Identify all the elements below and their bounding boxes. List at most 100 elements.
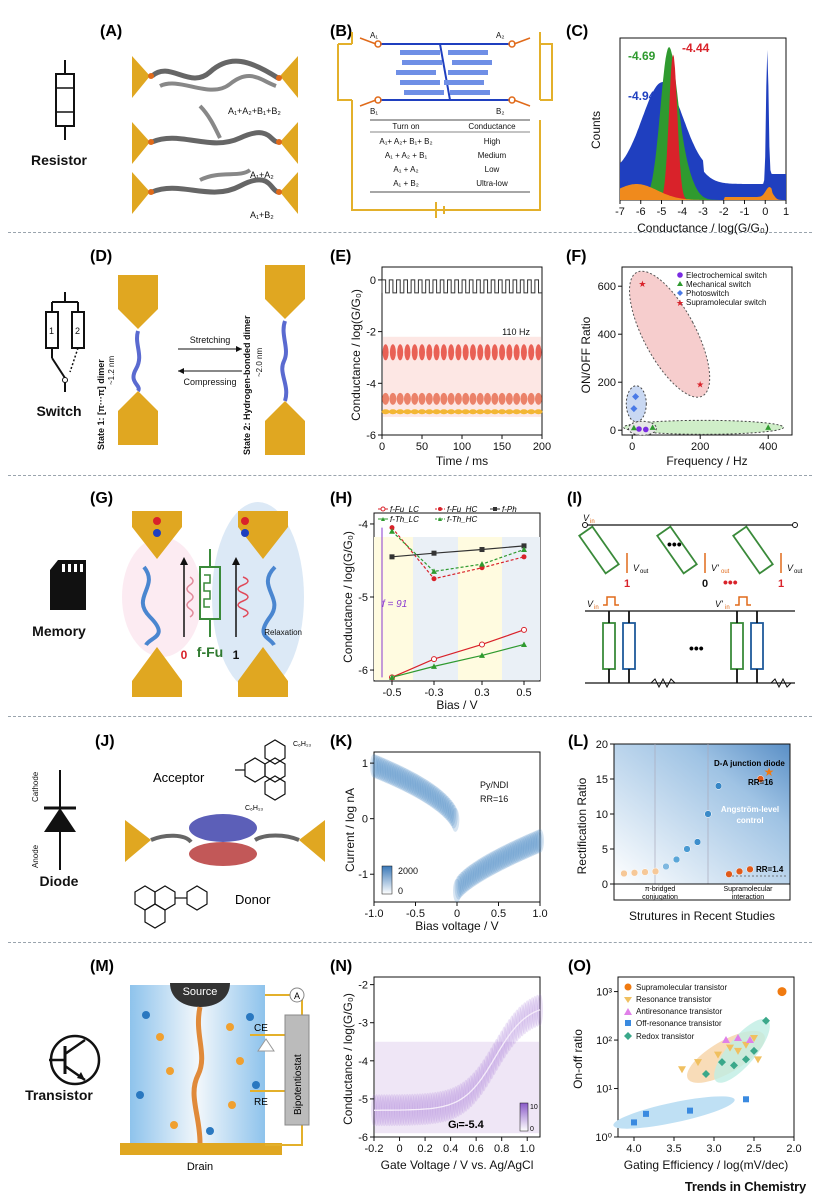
legend-entry: f-Th_HC — [447, 515, 477, 524]
density-cell — [406, 770, 415, 795]
density-cell — [461, 868, 470, 893]
table-cell: Medium — [478, 151, 507, 160]
density-cell — [401, 768, 410, 793]
conductance-trace — [381, 279, 543, 417]
density-peak — [491, 392, 499, 405]
svg-text:V': V' — [715, 599, 723, 609]
density-cell — [534, 829, 543, 854]
ce-label: CE — [254, 1023, 268, 1034]
y-tick-label: 400 — [598, 329, 616, 341]
y-tick-label: -6 — [366, 430, 376, 442]
x-tick-label: 3.5 — [666, 1143, 681, 1155]
density-peak — [527, 409, 536, 415]
legend-entry: f-Th_LC — [390, 515, 419, 524]
panel-letter: (E) — [330, 248, 351, 265]
y-tick-label: 10⁰ — [595, 1132, 612, 1144]
square-wave-trace — [381, 279, 542, 294]
drain-label: Drain — [187, 1161, 213, 1173]
point-off-resonance — [743, 1096, 749, 1103]
table-header: Conductance — [468, 122, 516, 131]
cluster-ellipse — [613, 1096, 735, 1129]
density-peak — [418, 409, 426, 415]
terminal-label: A₁ — [370, 31, 378, 40]
y-tick-label: -2 — [366, 327, 376, 339]
y-axis-label: Conductance / log(G/G₀) — [341, 993, 355, 1125]
density-band — [375, 1041, 539, 1134]
annotation: RR=16 — [748, 778, 774, 787]
density-cell — [531, 831, 540, 856]
density-cell — [517, 836, 526, 861]
density-peak — [462, 344, 469, 361]
density-peak — [404, 344, 411, 361]
density-cell — [462, 867, 471, 892]
svg-text:V: V — [633, 563, 640, 573]
line-series — [374, 525, 540, 681]
svg-text:in: in — [594, 605, 599, 611]
density-cell — [537, 993, 543, 1026]
y-tick-label: -3 — [358, 1018, 368, 1030]
density-cell — [408, 771, 417, 796]
density-cell — [399, 767, 408, 792]
x-tick-label: 0 — [396, 1143, 402, 1155]
density-peak — [397, 344, 404, 361]
density-cell — [499, 845, 508, 870]
junction-2 — [132, 104, 298, 164]
x-axis-label: Bias / V — [436, 698, 477, 712]
density-cell — [433, 787, 442, 812]
row-label-memory: Memory — [32, 623, 86, 639]
legend-entry: Electrochemical switch — [686, 271, 767, 280]
point-pi-bridged — [641, 868, 649, 876]
density-peak — [447, 409, 456, 415]
density-cell — [448, 801, 457, 826]
panel-a-molecular-junctions: (A) A₁+A₂+B₁+B₂ A₁+A₂ A₁+B₂ — [100, 23, 298, 220]
legend-entry: Mechanical switch — [686, 280, 751, 289]
legend-entry: Off-resonance transistor — [636, 1019, 722, 1028]
density-peak — [484, 392, 492, 405]
y-tick-label: -4 — [366, 378, 376, 390]
density-cell — [504, 843, 513, 868]
density-peak — [411, 344, 418, 361]
x-axis-label: Conductance / log(G/G₀) — [637, 221, 769, 235]
svg-text:1: 1 — [49, 326, 54, 336]
density-peak — [447, 392, 455, 405]
scatter-points — [613, 987, 787, 1129]
density-peak — [432, 409, 441, 415]
y-axis-label: Conductance / log(G/G₀) — [341, 531, 355, 663]
density-peak — [468, 409, 477, 415]
legend: Electrochemical switch Mechanical switch… — [676, 271, 767, 308]
density-peak — [477, 344, 484, 361]
cluster-ellipse — [714, 1018, 770, 1083]
annotation: RR=1.4 — [756, 865, 784, 874]
donor-label: Donor — [235, 892, 271, 907]
density-cell — [457, 871, 466, 896]
point-supramolecular — [746, 865, 754, 873]
x-tick-label: -6 — [636, 206, 646, 218]
x-tick-label: 2.5 — [746, 1143, 761, 1155]
density-cell — [393, 763, 402, 788]
point-redox — [718, 1058, 726, 1067]
density-cell — [389, 762, 398, 787]
conductance-density — [371, 993, 543, 1134]
substituent-label: C₆H₁₃ — [245, 805, 263, 812]
panel-letter: (B) — [330, 23, 352, 40]
density-cell — [424, 781, 433, 806]
legend-entry: Supramolecular switch — [686, 298, 766, 307]
density-cell — [398, 766, 407, 791]
density-cell — [453, 878, 461, 903]
density-peak — [461, 409, 470, 415]
rr-label: RR=16 — [480, 794, 508, 804]
density-cell — [527, 832, 536, 857]
row-separator — [8, 475, 812, 476]
histogram-area-orange — [620, 184, 786, 200]
point-pi-bridged — [704, 810, 712, 818]
panel-letter: (F) — [566, 248, 586, 265]
y-tick-label: 10² — [596, 1035, 612, 1047]
series-point — [479, 561, 485, 567]
y-axis-label: Current / log nA — [343, 788, 357, 872]
electrode — [118, 391, 158, 445]
